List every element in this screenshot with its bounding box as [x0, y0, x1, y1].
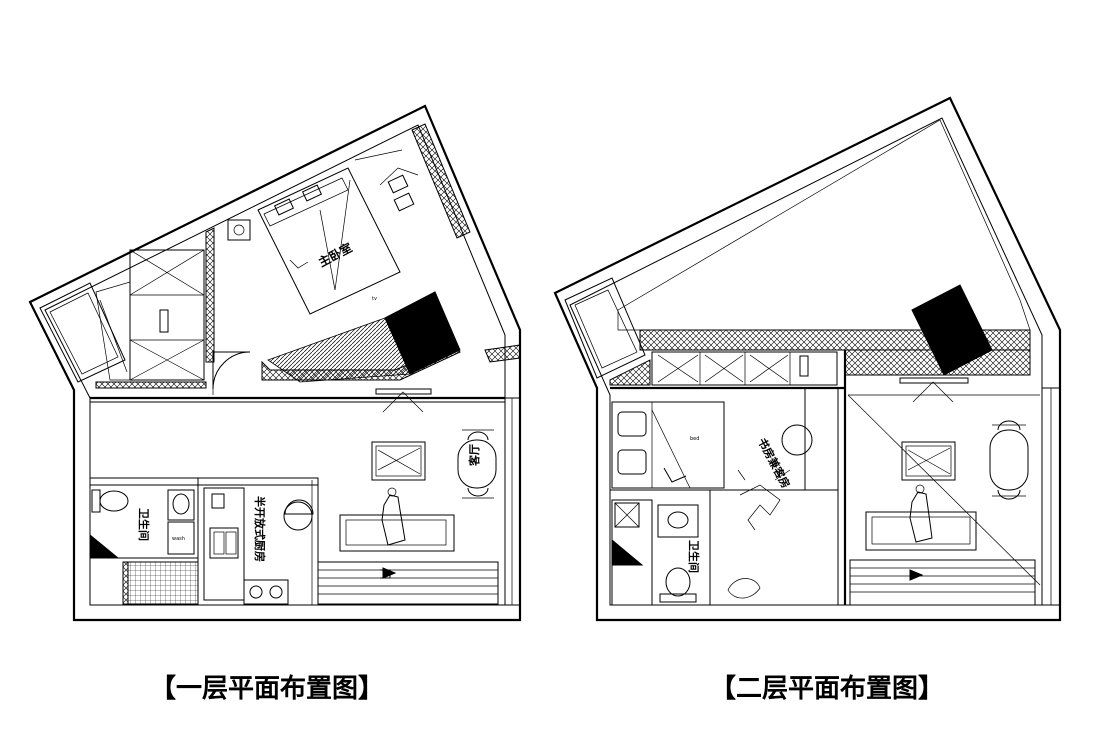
floor1-window-hatch: [411, 123, 471, 239]
svg-text:bed: bed: [690, 436, 699, 442]
floor2-triangle-mark: [611, 538, 644, 566]
floor1-plan: 主卧室 tv 客厅: [28, 104, 522, 622]
floor1-stairs: [317, 561, 499, 605]
floor1-hatched-wall-1: [205, 227, 215, 363]
svg-text:tv: tv: [372, 296, 377, 302]
floor2-dining-table: [989, 420, 1029, 500]
floor1-wardrobe: [95, 249, 205, 381]
floor2-sofa: [865, 484, 977, 551]
floor1-door: [212, 351, 251, 390]
floor1-bay-window: [39, 282, 126, 383]
floor2-caption: 【二层平面布置图】: [710, 674, 945, 704]
floor1-master-bed: 主卧室: [257, 167, 401, 315]
floor2-outer-wall: [553, 96, 1062, 622]
floor2-wall-picture: [901, 441, 956, 481]
floor2-cabinets: [651, 351, 838, 386]
floor2-guest-bed: bed: [611, 401, 725, 489]
floor1-toilet: [91, 489, 129, 513]
svg-text:wash: wash: [172, 536, 185, 542]
room-label-living-room: 客厅: [467, 444, 481, 467]
floor2-plan: bed 书房兼客房 卫生间: [553, 96, 1062, 622]
floor1-sofa: [339, 487, 455, 552]
floor1-shower-tile: [127, 561, 199, 605]
floor1-wall-picture: [371, 441, 426, 481]
room-label-master-bedroom: 主卧室: [316, 240, 355, 270]
floor1-kitchen-counter: 半开放式厨房: [203, 487, 289, 605]
floor2-black-block: [911, 284, 993, 376]
floor1-dining-table: 客厅: [457, 429, 497, 499]
floor1-caption: 【一层平面布置图】: [150, 674, 385, 704]
room-label-floor1-bathroom: 卫生间: [137, 508, 151, 541]
floor2-plant-decoration: [737, 469, 791, 531]
floor1-triangle-mark: [89, 533, 120, 559]
room-label-floor2-bathroom: 卫生间: [687, 540, 701, 573]
floor2-stairs: [849, 559, 1036, 606]
room-label-kitchen: 半开放式厨房: [253, 496, 267, 562]
floor2-open-void: [617, 119, 1031, 331]
room-label-study-guest: 书房兼客房: [755, 435, 793, 490]
